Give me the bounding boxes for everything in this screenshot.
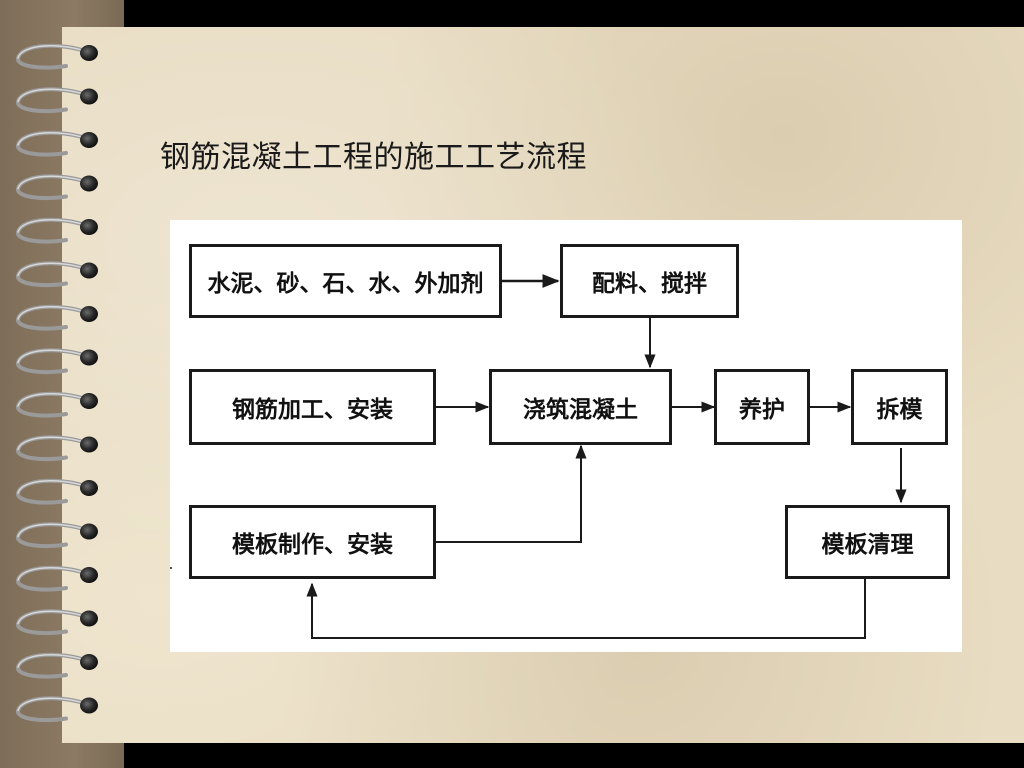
spiral-ring xyxy=(16,696,98,723)
flowchart-connectors xyxy=(306,274,907,639)
spiral-ring xyxy=(16,87,98,114)
stray-dot xyxy=(170,567,172,569)
node-materials: 水泥、砂、石、水、外加剂 xyxy=(189,244,502,318)
spiral-ring xyxy=(16,217,98,244)
slide-title: 钢筋混凝土工程的施工工艺流程 xyxy=(160,140,587,175)
node-curing: 养护 xyxy=(714,369,810,445)
node-formwork: 模板制作、安装 xyxy=(189,505,436,579)
spiral-ring xyxy=(16,43,98,70)
spiral-ring xyxy=(16,391,98,418)
edge-formwork-pouring xyxy=(436,444,587,543)
node-demolding: 拆模 xyxy=(851,369,948,445)
edge-cleaning-formwork xyxy=(306,578,866,639)
spiral-ring xyxy=(16,174,98,201)
spiral-ring xyxy=(16,348,98,375)
node-rebar: 钢筋加工、安装 xyxy=(189,369,436,445)
spiral-ring xyxy=(16,478,98,505)
spiral-ring xyxy=(16,522,98,549)
spiral-binding-icon xyxy=(16,43,98,723)
node-cleaning: 模板清理 xyxy=(785,505,950,579)
spiral-ring xyxy=(16,565,98,592)
spiral-ring xyxy=(16,652,98,679)
spiral-ring xyxy=(16,435,98,462)
spiral-ring xyxy=(16,261,98,288)
spiral-ring xyxy=(16,130,98,157)
node-pouring: 浇筑混凝土 xyxy=(489,369,672,445)
spiral-ring xyxy=(16,304,98,331)
node-batching: 配料、搅拌 xyxy=(560,244,739,318)
spiral-ring xyxy=(16,609,98,636)
